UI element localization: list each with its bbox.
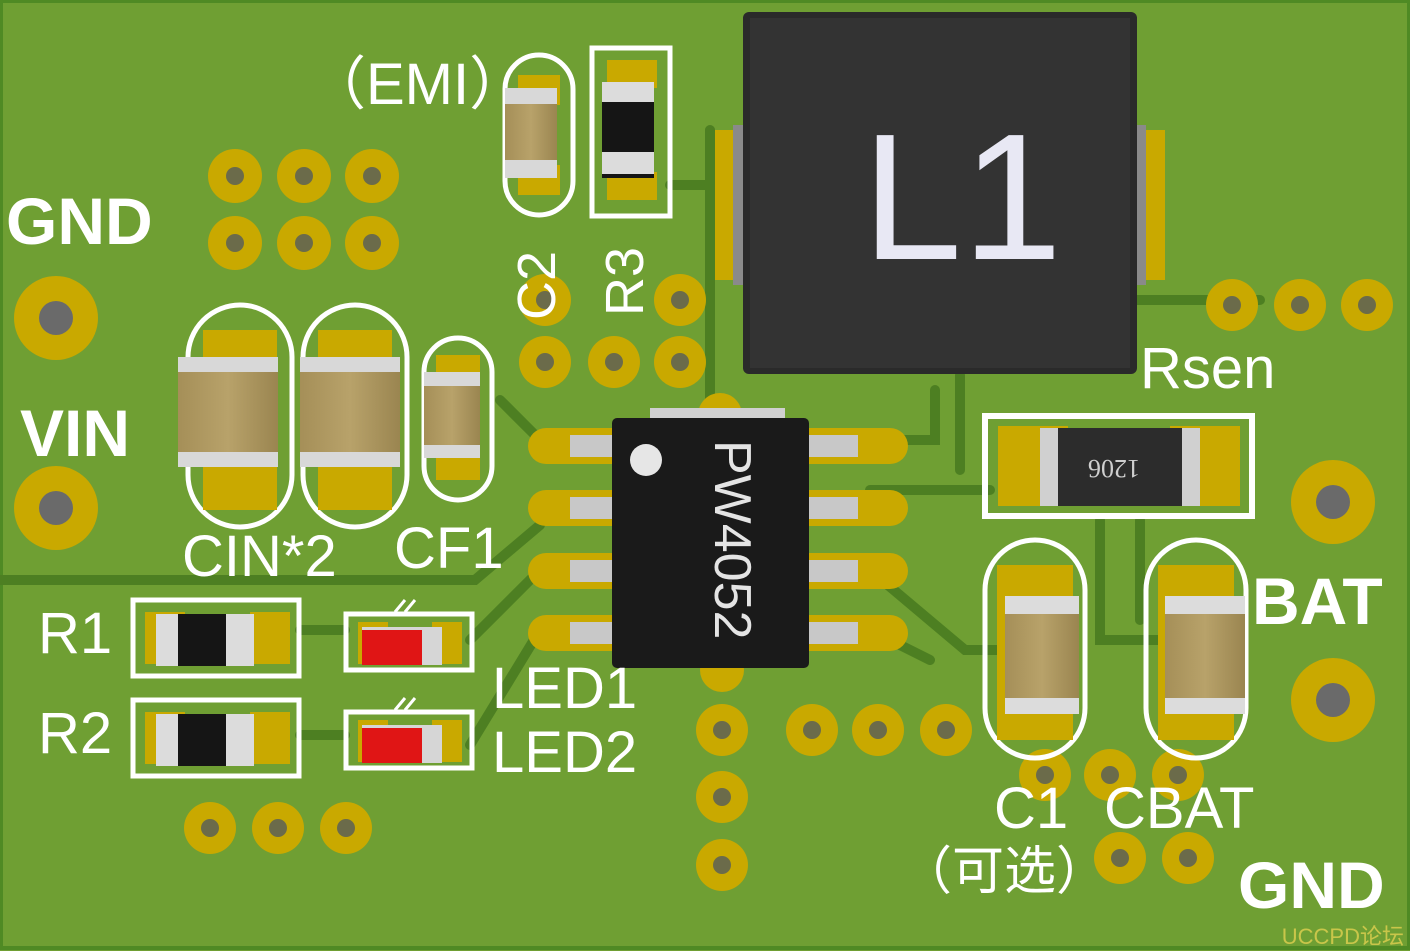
rsen-marking: 1206 xyxy=(1088,454,1140,483)
cin-capacitors xyxy=(178,302,410,530)
label-gnd-top: GND xyxy=(6,184,153,258)
label-rsen: Rsen xyxy=(1140,336,1276,401)
r1-resistor xyxy=(130,597,302,679)
label-led2: LED2 xyxy=(492,720,638,785)
ic-marking: PW4052 xyxy=(703,440,761,640)
label-emi: （EMI） xyxy=(308,52,528,117)
c2-capacitor xyxy=(502,52,576,218)
pw4052-ic xyxy=(528,408,908,668)
cbat-capacitor xyxy=(1143,537,1249,761)
label-r2: R2 xyxy=(38,701,113,766)
l1-inductor xyxy=(715,12,1165,374)
rsen-resistor xyxy=(982,413,1255,519)
label-cf1: CF1 xyxy=(394,516,504,581)
label-c1: C1 xyxy=(994,776,1069,841)
label-vin: VIN xyxy=(20,396,131,470)
label-r3: R3 xyxy=(595,246,655,316)
label-l1: L1 xyxy=(862,97,1063,298)
led1 xyxy=(343,599,475,673)
label-gnd-bottom: GND xyxy=(1238,848,1385,922)
label-bat: BAT xyxy=(1252,564,1383,638)
watermark: UCCPD论坛 xyxy=(1281,924,1404,949)
connector-pads xyxy=(14,276,1375,742)
led2 xyxy=(343,697,475,771)
label-led1: LED1 xyxy=(492,656,638,721)
r3-resistor xyxy=(589,45,673,219)
via-array xyxy=(184,149,1393,891)
label-cbat: CBAT xyxy=(1104,776,1255,841)
label-r1: R1 xyxy=(38,601,113,666)
label-c2: C2 xyxy=(507,250,567,320)
r2-resistor xyxy=(130,697,302,779)
c1-capacitor xyxy=(982,537,1088,761)
cf1-capacitor xyxy=(421,335,495,503)
label-optional: （可选） xyxy=(900,843,1109,901)
label-cin: CIN*2 xyxy=(182,524,337,589)
